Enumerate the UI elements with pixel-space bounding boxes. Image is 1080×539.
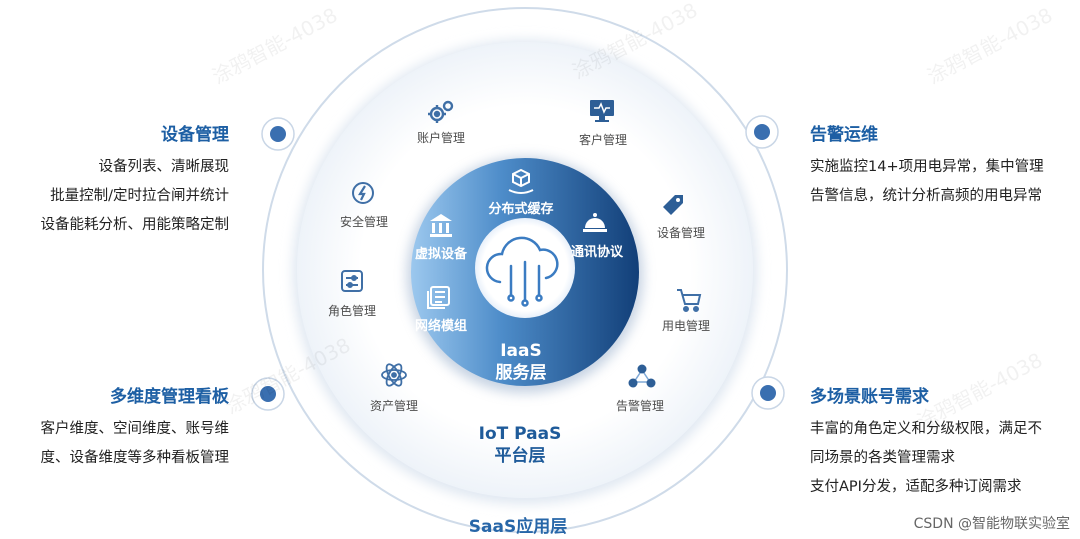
core-label-virtual-device: 虚拟设备 — [414, 247, 468, 262]
panel-title: 告警运维 — [810, 125, 878, 145]
panel-alarm-ops: 告警运维 实施监控14+项用电异常，集中管理 告警信息，统计分析高频的用电异常 — [810, 120, 1044, 211]
tag-icon — [663, 195, 683, 215]
monitor-icon — [590, 100, 614, 122]
module-label-device: 设备管理 — [656, 226, 706, 240]
saas-layer-label: SaaS应用层 — [468, 517, 568, 537]
panel-title: 多场景账号需求 — [810, 387, 929, 407]
core-label-network-module: 网络模组 — [414, 319, 468, 334]
panel-title: 多维度管理看板 — [110, 387, 229, 407]
cube-hand-icon — [508, 168, 534, 194]
panel-device-management: 设备管理 设备列表、清晰展现 批量控制/定时拉合闸并统计 设备能耗分析、用能策略… — [41, 120, 230, 240]
panel-account: 多场景账号需求 丰富的角色定义和分级权限，满足不 同场景的各类管理需求 支付AP… — [810, 382, 1042, 502]
shield-bolt-icon — [352, 182, 374, 204]
paas-name: IoT PaaS — [478, 424, 562, 444]
panel-line: 丰富的角色定义和分级权限，满足不 — [810, 421, 1042, 437]
panel-line: 设备列表、清晰展现 — [98, 159, 230, 175]
panel-line: 设备能耗分析、用能策略定制 — [40, 217, 230, 233]
gears-icon — [428, 100, 454, 123]
paas-subtitle: 平台层 — [494, 446, 546, 466]
panel-line: 支付API分发，适配多种订阅需求 — [810, 479, 1022, 495]
ring-marker-device — [261, 117, 295, 151]
iaas-subtitle: 服务层 — [495, 363, 547, 383]
module-stack-icon — [427, 286, 450, 309]
panel-line: 告警信息，统计分析高频的用电异常 — [810, 188, 1042, 204]
network-nodes-icon — [628, 364, 656, 388]
cloud-chip-icon — [485, 236, 559, 307]
panel-line: 同场景的各类管理需求 — [810, 450, 955, 466]
iaas-layer-label: IaaS 服务层 — [496, 340, 547, 384]
module-label-customer: 客户管理 — [578, 133, 628, 147]
core-label-protocol: 通讯协议 — [570, 245, 624, 260]
module-label-power: 用电管理 — [661, 319, 711, 333]
panel-line: 客户维度、空间维度、账号维 — [40, 421, 230, 437]
bank-building-icon — [430, 214, 452, 237]
ring-marker-dashboard — [251, 377, 285, 411]
paas-layer-label: IoT PaaS 平台层 — [479, 423, 562, 467]
core-label-cache: 分布式缓存 — [488, 202, 554, 217]
cart-icon — [677, 289, 702, 312]
sliders-icon — [341, 270, 363, 292]
saas-ring — [262, 7, 788, 533]
ring-marker-account — [751, 376, 785, 410]
panel-title: 设备管理 — [161, 125, 229, 145]
panel-line: 度、设备维度等多种看板管理 — [40, 450, 230, 466]
credit-text: CSDN @智能物联实验室 — [913, 516, 1070, 532]
panel-dashboard: 多维度管理看板 客户维度、空间维度、账号维 度、设备维度等多种看板管理 — [41, 382, 230, 473]
module-label-security: 安全管理 — [339, 215, 389, 229]
module-label-alarm: 告警管理 — [615, 399, 665, 413]
ring-marker-alarm — [745, 115, 779, 149]
service-bell-icon — [583, 213, 607, 232]
module-label-account: 账户管理 — [416, 131, 466, 145]
iaas-name: IaaS — [500, 341, 542, 361]
module-label-role: 角色管理 — [327, 304, 377, 318]
atom-icon — [381, 363, 407, 387]
module-label-asset: 资产管理 — [369, 399, 419, 413]
panel-line: 实施监控14+项用电异常，集中管理 — [810, 159, 1044, 175]
panel-line: 批量控制/定时拉合闸并统计 — [50, 188, 229, 204]
